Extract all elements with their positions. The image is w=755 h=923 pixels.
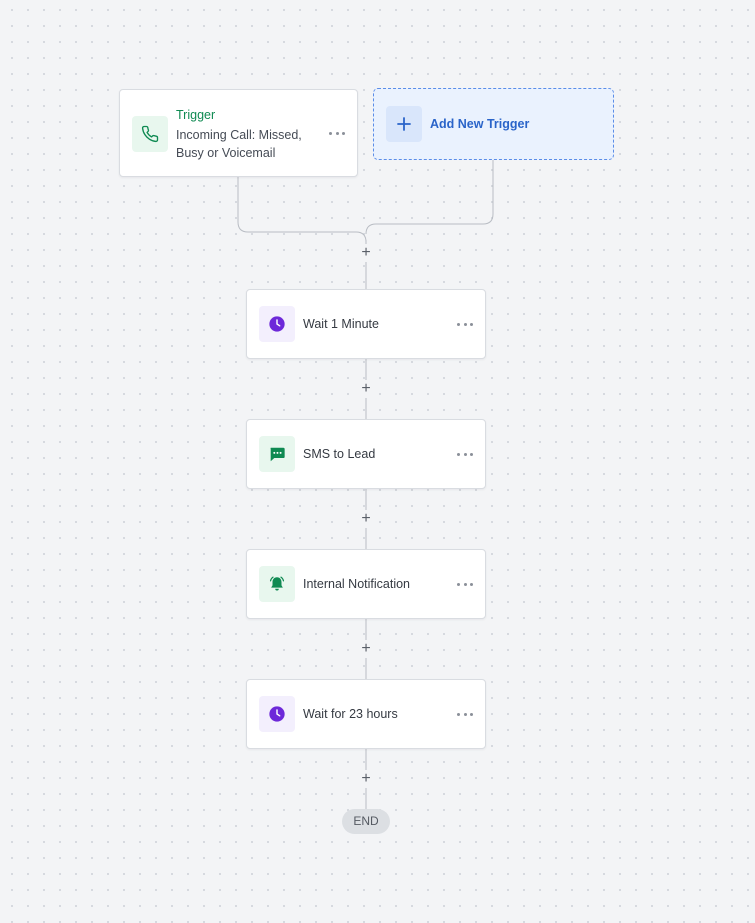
clock-icon [259,306,295,342]
step-card-sms-to-lead[interactable]: SMS to Lead [246,419,486,489]
bell-icon [259,566,295,602]
step-label: Wait for 23 hours [303,707,398,721]
step-more-options-icon[interactable] [457,319,473,329]
add-new-trigger-label: Add New Trigger [430,117,530,131]
add-step-button[interactable]: + [357,640,375,658]
step-label: SMS to Lead [303,447,376,461]
end-node: END [342,809,390,834]
step-card-internal-notification[interactable]: Internal Notification [246,549,486,619]
clock-icon [259,696,295,732]
step-label: Internal Notification [303,577,411,591]
trigger-card[interactable]: Trigger Incoming Call: Missed, Busy or V… [119,89,358,177]
step-card-wait-1-minute[interactable]: Wait 1 Minute [246,289,486,359]
add-step-button[interactable]: + [357,510,375,528]
chat-message-icon [259,436,295,472]
add-new-trigger-button[interactable]: Add New Trigger [373,88,614,160]
trigger-description: Incoming Call: Missed, Busy or Voicemail [176,128,302,160]
add-step-button[interactable]: + [357,244,375,262]
trigger-more-options-icon[interactable] [329,128,345,138]
trigger-title: Trigger [176,108,216,122]
phone-icon [132,116,168,152]
add-step-button[interactable]: + [357,770,375,788]
step-label: Wait 1 Minute [303,317,379,331]
step-more-options-icon[interactable] [457,579,473,589]
plus-icon [386,106,422,142]
step-card-wait-for-23-hours[interactable]: Wait for 23 hours [246,679,486,749]
add-step-button[interactable]: + [357,380,375,398]
step-more-options-icon[interactable] [457,449,473,459]
step-more-options-icon[interactable] [457,709,473,719]
